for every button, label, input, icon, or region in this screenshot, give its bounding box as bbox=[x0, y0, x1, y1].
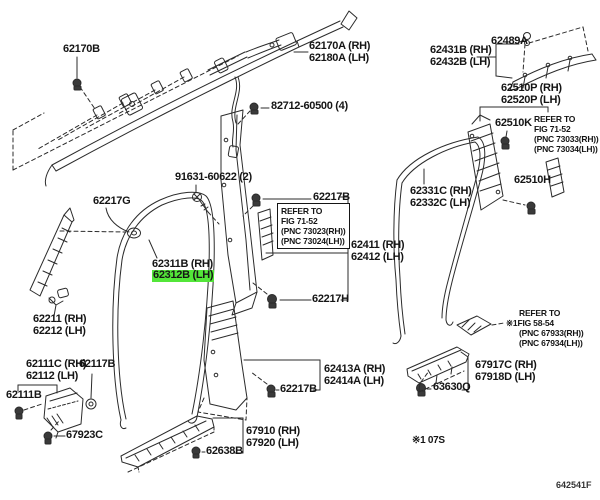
clip-62111B bbox=[14, 406, 24, 420]
clip-62217B-top bbox=[251, 193, 261, 207]
a-pillar-garnish-drawing bbox=[29, 207, 75, 304]
part-label-line: 62510P (RH) bbox=[501, 82, 562, 94]
part-label-62489A[interactable]: 62489A bbox=[491, 35, 528, 47]
part-label-62117B[interactable]: 62117B bbox=[79, 358, 116, 370]
refer-line: (PNC 67934(LH)) bbox=[519, 338, 583, 348]
part-label-67917C[interactable]: 67917C (RH) 67918D (LH) bbox=[475, 359, 537, 383]
refer-line: ※1FIG 58-54 bbox=[506, 318, 554, 328]
part-label-62411[interactable]: 62411 (RH) 62412 (LH) bbox=[351, 239, 405, 263]
refer-line: (PNC 67933(RH)) bbox=[519, 328, 584, 338]
part-label-67910[interactable]: 67910 (RH) 67920 (LH) bbox=[246, 425, 300, 449]
c-pillar-garnish-drawing bbox=[467, 114, 565, 211]
b-pillar-upper-drawing bbox=[220, 109, 274, 316]
rear-roof-rail-drawing bbox=[509, 53, 597, 91]
front-scuff-plate-drawing bbox=[120, 415, 215, 473]
refer-line: (PNC 73024(LH)) bbox=[281, 236, 345, 246]
part-label-line: 62520P (LH) bbox=[501, 93, 561, 106]
clip-62510K bbox=[500, 136, 510, 150]
part-label-62431B[interactable]: 62431B (RH) 62432B (LH) bbox=[430, 44, 492, 68]
part-label-line: 62411 (RH) bbox=[351, 239, 405, 251]
rear-step-plate-drawing bbox=[406, 315, 492, 393]
diagram-code: 642541F bbox=[556, 480, 592, 490]
part-label-62211[interactable]: 62211 (RH) 62212 (LH) bbox=[33, 313, 87, 337]
part-label-line: 67918D (LH) bbox=[475, 370, 536, 383]
refer-line: FIG 71-52 bbox=[534, 124, 571, 134]
part-label-62312B-highlighted[interactable]: 62312B (LH) bbox=[152, 269, 215, 282]
roof-rail-drawing bbox=[44, 10, 358, 187]
clip-62638B bbox=[191, 446, 201, 459]
refer-line: (PNC 73023(RH)) bbox=[281, 226, 346, 236]
part-label-62413A[interactable]: 62413A (RH) 62414A (LH) bbox=[324, 363, 386, 387]
clip-62217B-bottom bbox=[266, 384, 276, 398]
part-label-62510P[interactable]: 62510P (RH) 62520P (LH) bbox=[501, 82, 562, 106]
clip-62510-lower bbox=[526, 201, 536, 215]
part-label-62510H[interactable]: 62510H bbox=[514, 174, 551, 186]
clip-62217H bbox=[267, 294, 277, 309]
part-label-67923C[interactable]: 67923C bbox=[66, 429, 103, 441]
part-label-62331C[interactable]: 62331C (RH) 62332C (LH) bbox=[410, 185, 472, 209]
cowl-side-trim-drawing bbox=[43, 387, 84, 439]
part-label-line: 62432B (LH) bbox=[430, 55, 491, 68]
part-label-62111B[interactable]: 62111B bbox=[6, 389, 42, 401]
refer-note-center-box: REFER TO FIG 71-52 (PNC 73023(RH)) (PNC … bbox=[277, 203, 350, 249]
clip-glyphs bbox=[14, 32, 536, 459]
part-label-line: 62212 (LH) bbox=[33, 324, 86, 337]
refer-line: FIG 71-52 bbox=[281, 216, 318, 226]
left-weatherstrip-drawing bbox=[112, 191, 215, 429]
refer-line: REFER TO bbox=[534, 114, 576, 124]
part-label-62111C[interactable]: 62111C (RH) 62112 (LH) bbox=[26, 358, 87, 382]
part-label-line: 62180A (LH) bbox=[309, 51, 369, 64]
part-label-line: 62211 (RH) bbox=[33, 313, 87, 325]
clip-67923C bbox=[43, 431, 53, 445]
part-label-line: 62332C (LH) bbox=[410, 196, 471, 209]
part-label-91631[interactable]: 91631-60622 (2) bbox=[175, 171, 252, 183]
part-label-62311B[interactable]: 62311B (RH) bbox=[152, 258, 213, 270]
right-weatherstrip-drawing bbox=[392, 136, 486, 345]
refer-line: (PNC 73033(RH)) bbox=[534, 134, 599, 144]
part-label-63630Q[interactable]: 63630Q bbox=[433, 381, 471, 393]
part-label-82712[interactable]: 82712-60500 (4) bbox=[271, 100, 348, 112]
refer-note-bottom: REFER TO ※1FIG 58-54 (PNC 67933(RH)) (PN… bbox=[506, 308, 584, 348]
part-label-62170B[interactable]: 62170B bbox=[63, 43, 100, 55]
refer-line: REFER TO bbox=[281, 206, 323, 216]
refer-line: REFER TO bbox=[519, 308, 561, 318]
part-label-line: 62111C (RH) bbox=[26, 358, 87, 370]
part-label-62217H[interactable]: 62217H bbox=[312, 293, 349, 305]
part-label-line: 62170A (RH) bbox=[309, 40, 371, 52]
footnote-07s: ※1 07S bbox=[412, 435, 445, 446]
part-label-62170A[interactable]: 62170A (RH) 62180A (LH) bbox=[309, 40, 371, 64]
part-label-line: 62431B (RH) bbox=[430, 44, 492, 56]
clip-62117B bbox=[85, 398, 97, 410]
part-label-62217B-bottom[interactable]: 62217B bbox=[280, 383, 317, 395]
clip-63630Q bbox=[416, 383, 426, 397]
dashed-leader-lines bbox=[12, 26, 589, 431]
part-label-line: 67910 (RH) bbox=[246, 425, 300, 437]
part-label-62217G[interactable]: 62217G bbox=[93, 195, 131, 207]
refer-line: (PNC 73034(LH)) bbox=[534, 144, 598, 154]
part-label-62510K[interactable]: 62510K bbox=[495, 117, 532, 129]
clip-82712 bbox=[249, 102, 259, 115]
clip-62170B bbox=[72, 78, 82, 91]
part-label-line: 67917C (RH) bbox=[475, 359, 537, 371]
part-label-line: 62414A (LH) bbox=[324, 374, 384, 387]
part-label-line: 62331C (RH) bbox=[410, 185, 472, 197]
clip-62489A bbox=[523, 32, 531, 46]
part-label-line: 62112 (LH) bbox=[26, 369, 79, 382]
part-label-line: 62412 (LH) bbox=[351, 250, 404, 263]
part-label-line: 62413A (RH) bbox=[324, 363, 386, 375]
part-label-62638B[interactable]: 62638B bbox=[206, 445, 243, 457]
refer-note-right: REFER TO FIG 71-52 (PNC 73033(RH)) (PNC … bbox=[534, 114, 599, 154]
part-label-62217B-top[interactable]: 62217B bbox=[313, 191, 350, 203]
part-label-line: 67920 (LH) bbox=[246, 436, 299, 449]
